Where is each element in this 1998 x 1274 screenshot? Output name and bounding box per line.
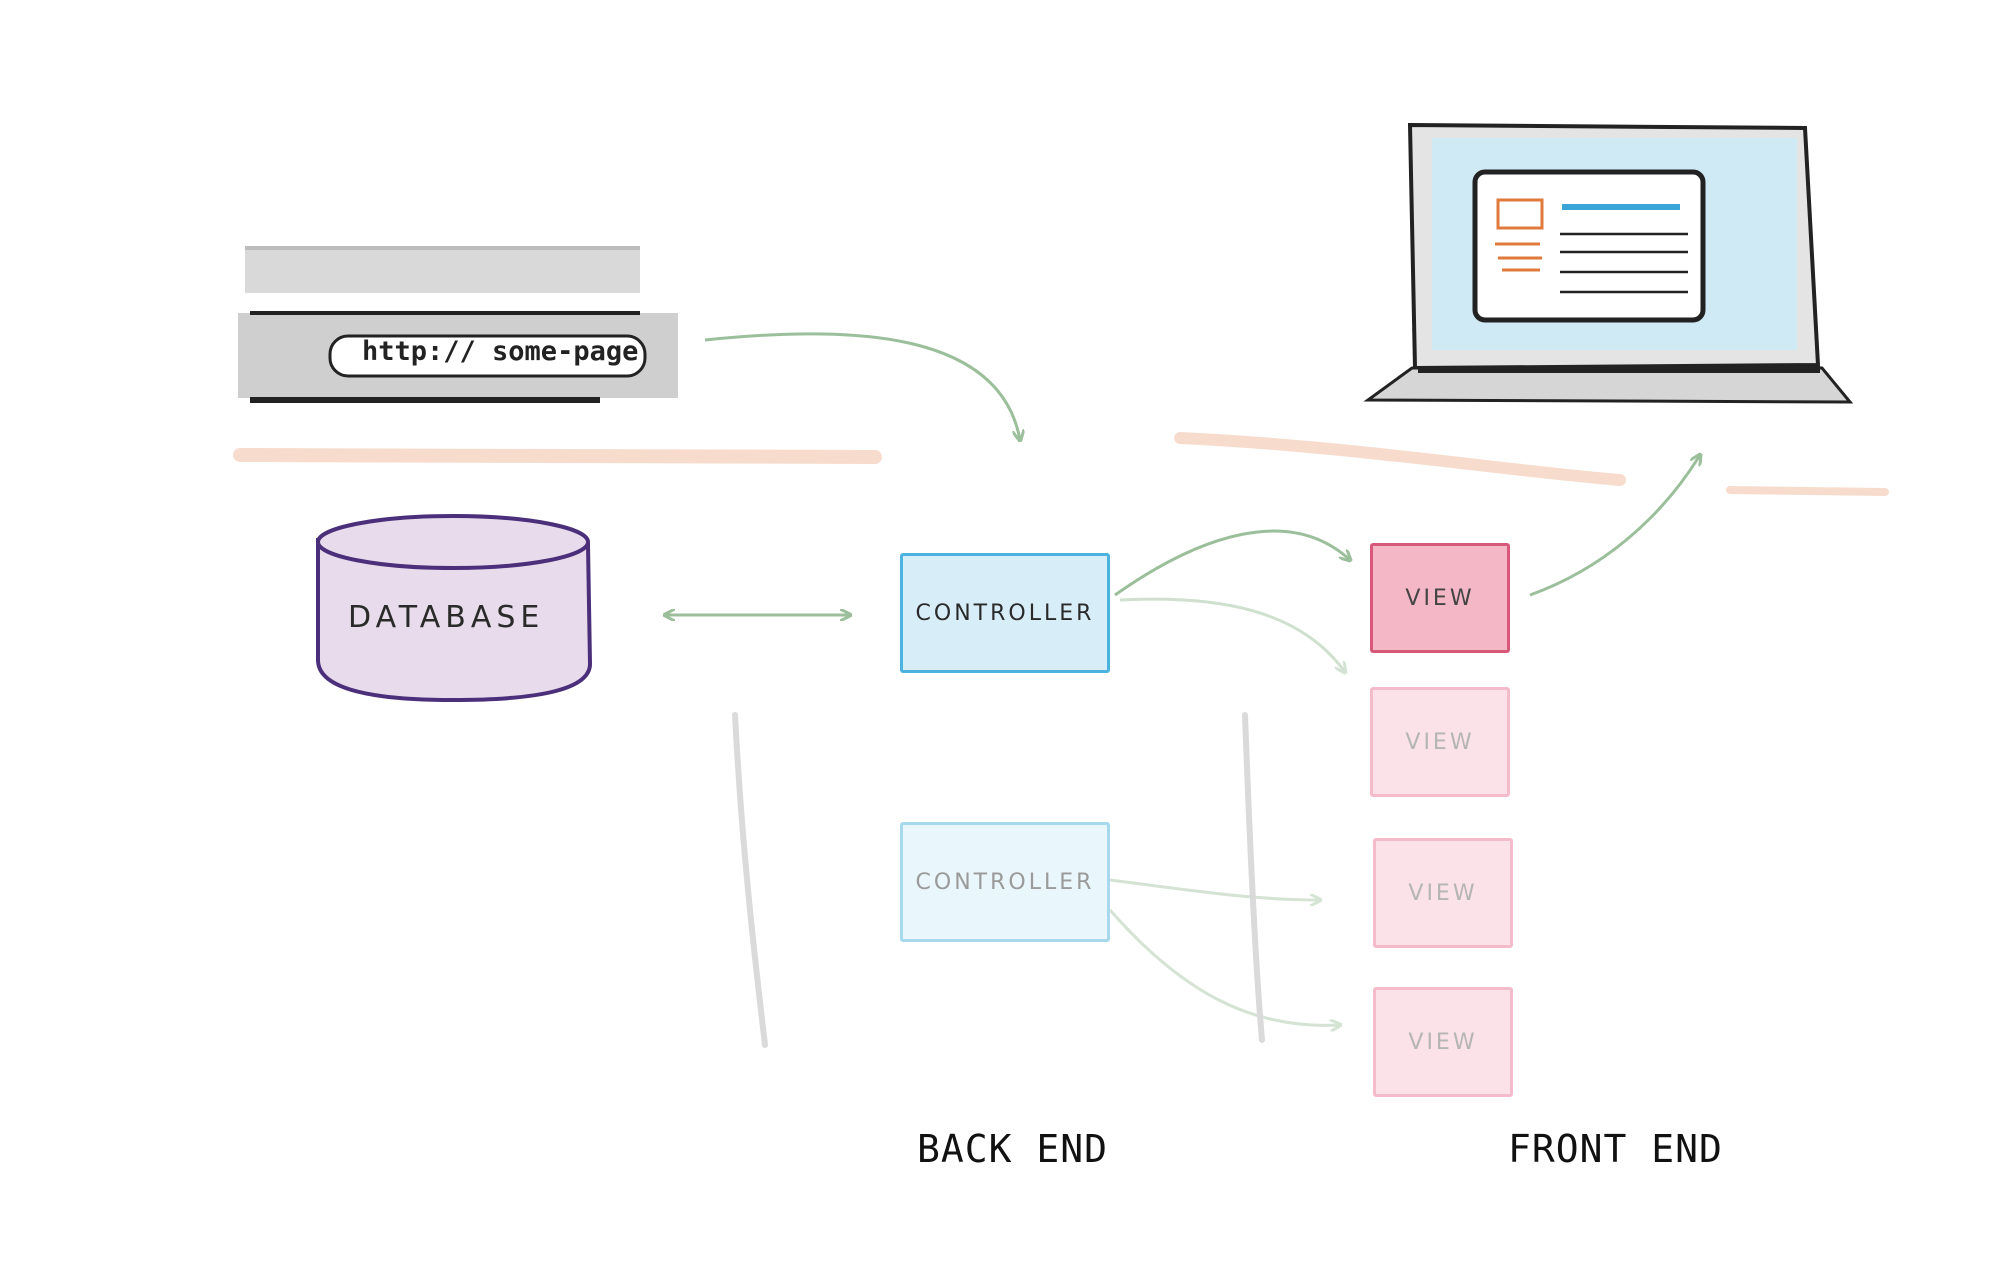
divider-left — [233, 448, 882, 464]
view-faded-3: VIEW — [1373, 987, 1513, 1097]
view-faded-3-label: VIEW — [1408, 1029, 1478, 1055]
arrow-controller2-to-view3 — [1109, 878, 1320, 900]
arrow-controller2-to-view4 — [1108, 909, 1340, 1025]
laptop — [1363, 122, 1854, 404]
view-active: VIEW — [1370, 543, 1510, 653]
divider-vertical-left — [732, 712, 768, 1048]
url-text: http:// some-page — [362, 336, 639, 367]
view-faded-2-label: VIEW — [1408, 880, 1478, 906]
browser-tab-strip — [245, 248, 640, 293]
database-cylinder — [316, 514, 593, 703]
browser-bar — [238, 246, 678, 403]
arrow-url-to-controller — [704, 332, 1020, 440]
divider-vertical-right — [1242, 712, 1265, 1043]
divider-right-end — [1726, 486, 1889, 496]
controller-faded-label: CONTROLLER — [915, 869, 1095, 895]
view-faded-1: VIEW — [1370, 687, 1510, 797]
divider-right — [1174, 432, 1626, 486]
view-faded-2: VIEW — [1373, 838, 1513, 948]
section-label-back-end: BACK END — [917, 1127, 1109, 1171]
image-placeholder-icon — [1496, 198, 1544, 230]
controller-active-label: CONTROLLER — [915, 600, 1095, 626]
database-label: DATABASE — [348, 600, 545, 635]
controller-active: CONTROLLER — [900, 553, 1110, 673]
controller-faded: CONTROLLER — [900, 822, 1110, 942]
view-active-label: VIEW — [1405, 585, 1475, 611]
address-bar[interactable] — [328, 334, 647, 378]
arrow-controller-to-view — [1114, 529, 1350, 597]
view-faded-1-label: VIEW — [1405, 729, 1475, 755]
arrow-controller-to-view-alt — [1119, 597, 1345, 672]
arrow-view-to-laptop — [1529, 455, 1700, 597]
section-label-front-end: FRONT END — [1508, 1127, 1723, 1171]
